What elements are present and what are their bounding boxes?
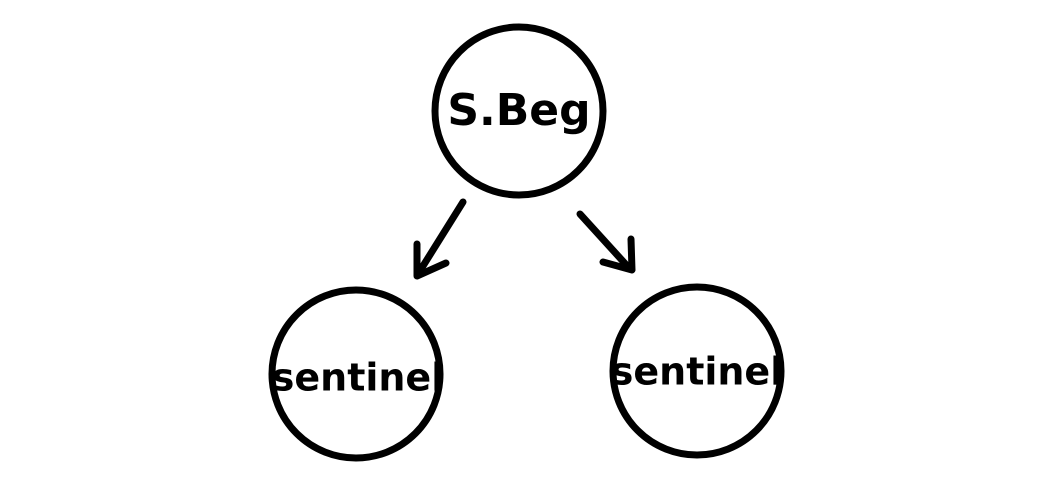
left-child-label: sentinel	[272, 356, 444, 400]
right-child-circle	[609, 283, 785, 459]
right-child-node: sentinel	[609, 283, 785, 459]
root-node-circle	[431, 23, 607, 199]
edge-left-arrowhead	[413, 240, 450, 280]
root-node: S.Beg	[431, 23, 607, 199]
edge-root-to-left	[413, 198, 467, 280]
left-child-circle	[268, 286, 444, 462]
edge-right-arrowhead	[599, 235, 636, 274]
edge-root-to-right	[576, 210, 636, 274]
edge-right-line	[576, 210, 634, 273]
root-node-label: S.Beg	[447, 85, 590, 136]
left-child-node: sentinel	[268, 286, 444, 462]
right-child-label: sentinel	[611, 350, 783, 394]
edge-left-line	[414, 198, 467, 278]
